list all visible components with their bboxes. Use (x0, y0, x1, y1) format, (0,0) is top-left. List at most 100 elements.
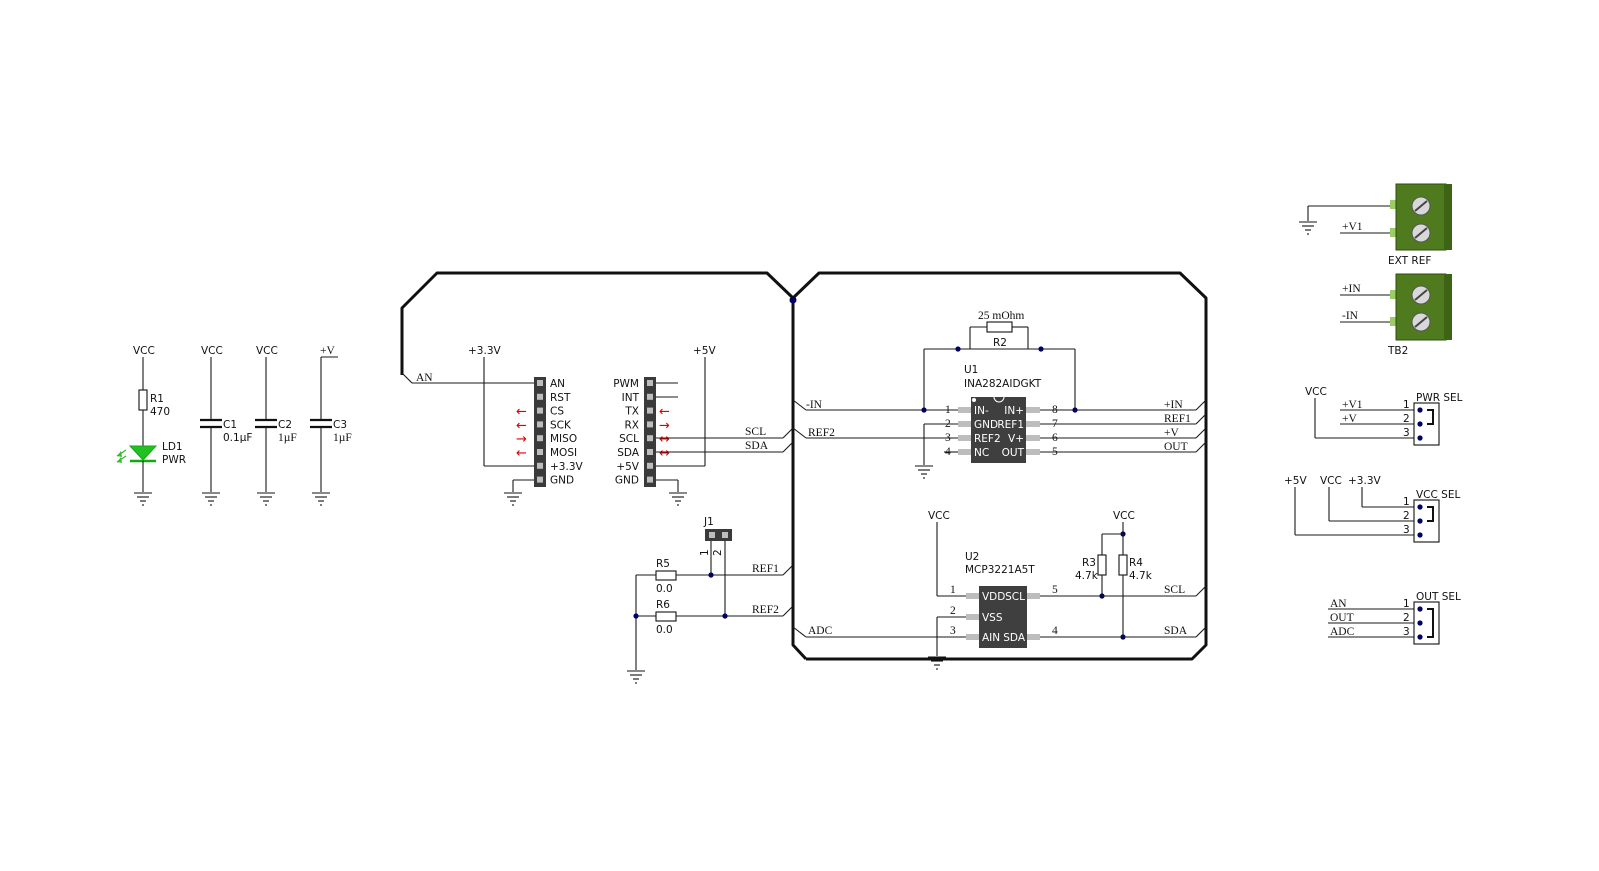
u2-pin-name: VDD (982, 591, 1005, 603)
v33-label: +3.3V (468, 345, 501, 357)
u2-pin-number: 4 (1052, 625, 1058, 637)
u2-pin-pad (1027, 634, 1040, 640)
u1-pin-pad (958, 435, 971, 441)
pwr-sel-net-1: +V1 (1342, 399, 1363, 411)
out-sel-pin-3: 3 (1403, 626, 1410, 638)
r4-resistor (1118, 554, 1128, 576)
header-pin (647, 421, 653, 428)
vcc-sel-pin-3: 3 (1403, 524, 1410, 536)
tb2-label: TB2 (1387, 345, 1408, 357)
mikrobus-right-pin-label: +5V (616, 461, 639, 473)
mikrobus-right-pin-label: INT (622, 392, 640, 404)
header-pin (647, 462, 653, 469)
r1-resistor (138, 389, 148, 411)
c1-value: 0.1µF (223, 432, 252, 444)
r3-ref: R3 (1082, 557, 1096, 569)
u1-pin-name: REF2 (974, 433, 1001, 445)
u2-pin-name: SDA (1003, 632, 1026, 644)
r6-ref: R6 (656, 599, 670, 611)
mikrobus-left-pin-label: AN (550, 378, 565, 390)
vcc-sel[interactable]: +5V VCC +3.3V 1 2 3 VCC SEL (1284, 475, 1460, 543)
header-pin (537, 393, 543, 400)
mikrobus-right-pin-label: SCL (619, 433, 639, 445)
ext-ref-label: EXT REF (1388, 255, 1431, 267)
u2-pin-name: VSS (982, 612, 1003, 624)
vcc-label: VCC (133, 345, 155, 357)
header-pin (647, 407, 653, 414)
c2-ref: C2 (278, 419, 292, 431)
u1-pin-pad (1026, 435, 1040, 441)
mikrobus-left-pin-label: +3.3V (550, 461, 583, 473)
net-ref1-j-label: REF1 (752, 563, 779, 575)
signal-direction-icon: ← (516, 405, 527, 420)
j1-ref: J1 (703, 516, 714, 528)
v5-label: +5V (693, 345, 716, 357)
u1-pin-name: IN- (974, 405, 989, 417)
u2-net-sda-label: SDA (1164, 625, 1188, 637)
u1-pin-name: OUT (1002, 447, 1025, 459)
c2-vcc-label: VCC (256, 345, 278, 357)
j1-pin2: 2 (712, 549, 724, 556)
net-adc-label: ADC (808, 625, 833, 637)
u2-pin-pad (966, 593, 979, 599)
net-out-label: OUT (1164, 441, 1188, 453)
tb2-net-top: +IN (1342, 283, 1361, 295)
u1-pin-pad (1026, 407, 1040, 413)
signal-direction-icon: ← (516, 446, 527, 461)
plusv-label: +V (320, 345, 335, 357)
out-sel-net-2: OUT (1330, 612, 1354, 624)
net-sda-label: SDA (745, 440, 769, 452)
mikrobus-left-pin-label: MISO (550, 433, 577, 445)
u1-chip (971, 397, 1026, 463)
net-an-label: AN (416, 372, 433, 384)
signal-direction-icon: ↔ (659, 446, 670, 461)
u1-pin-name: NC (974, 447, 989, 459)
u2-pin-pad (966, 614, 979, 620)
vcc-sel-label: VCC SEL (1416, 489, 1460, 501)
signal-direction-icon: ← (516, 418, 527, 433)
mikrobus-right-pin-label: TX (624, 406, 639, 418)
u2-ref: U2 (965, 551, 979, 563)
ext-ref-terminal: +V1 EXT REF (1298, 183, 1452, 267)
u2-pin-number: 2 (950, 605, 956, 617)
r5-value: 0.0 (656, 583, 673, 595)
u2-pin-name: AIN (982, 632, 1000, 644)
mikrobus-section: AN +3.3V ANRSTCS←SCK←MISO→MOSI←+3.3VGND … (416, 345, 794, 506)
tb2-net-bottom: -IN (1342, 310, 1359, 322)
r1-ref: R1 (150, 393, 164, 405)
u2-pin-pad (966, 634, 979, 640)
signal-direction-icon: → (516, 432, 527, 447)
vcc-sel-supply-5v: +5V (1284, 475, 1307, 487)
header-pin (537, 449, 543, 455)
header-pin (647, 449, 653, 455)
c3-ref: C3 (333, 419, 347, 431)
r3-resistor (1097, 554, 1107, 576)
pwr-sel-net-2: +V (1342, 413, 1357, 425)
mikrobus-left-pin-label: GND (550, 475, 574, 487)
header-pin (647, 380, 653, 386)
signal-direction-icon: → (659, 418, 670, 433)
mikrobus-left-pin-label: MOSI (550, 447, 577, 459)
pwr-sel[interactable]: VCC +V1 +V 1 2 3 PWR SEL (1305, 386, 1463, 446)
mikrobus-left-pin-label: CS (550, 406, 564, 418)
u1-pin-pad (958, 407, 971, 413)
mikrobus-right-pin-label: SDA (617, 447, 640, 459)
pullup-vcc-label: VCC (1113, 510, 1135, 522)
u1-pin-pad (958, 421, 971, 427)
r4-ref: R4 (1129, 557, 1143, 569)
r2-resistor (986, 321, 1013, 333)
header-pin (537, 435, 543, 442)
r5-ref: R5 (656, 558, 670, 570)
header-pin (647, 476, 653, 483)
u2-part: MCP3221A5T (965, 564, 1035, 576)
u2-net-scl-label: SCL (1164, 584, 1185, 596)
signal-direction-icon: ↔ (659, 432, 670, 447)
ld1-ref: LD1 (162, 441, 183, 453)
out-sel[interactable]: AN OUT ADC 1 2 3 OUT SEL (1328, 591, 1461, 645)
out-sel-pin-1: 1 (1403, 598, 1410, 610)
r1-value: 470 (150, 406, 170, 418)
mikrobus-right-pin-label: GND (615, 475, 639, 487)
mikrobus-left-pin-label: RST (550, 392, 571, 404)
u2-pin-number: 3 (950, 625, 956, 637)
